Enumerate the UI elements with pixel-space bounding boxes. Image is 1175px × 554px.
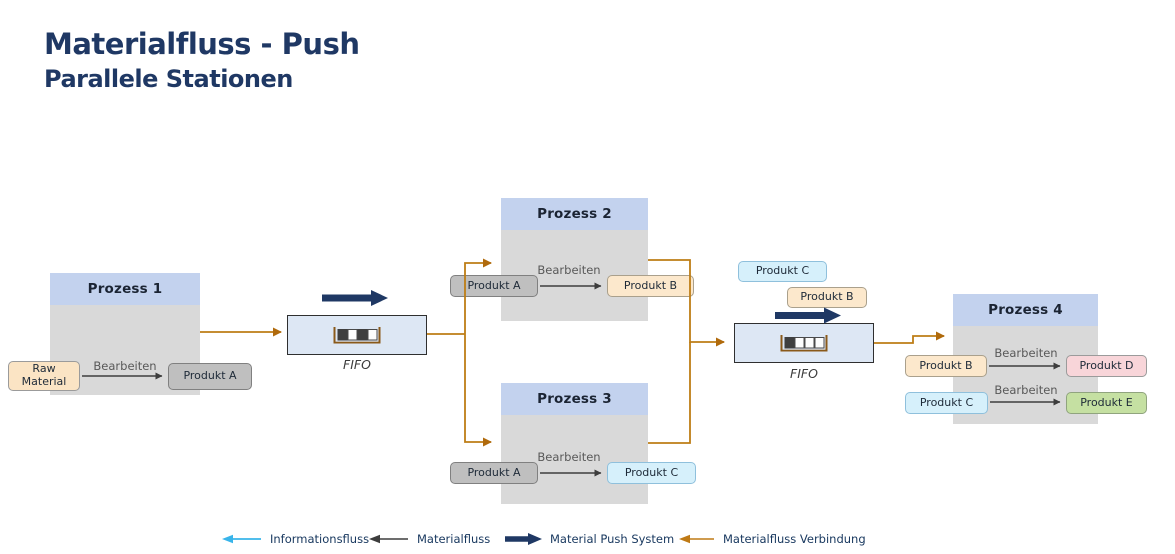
chip-produkt-b: Produkt B — [607, 275, 694, 297]
chip-produkt-c: Produkt C — [738, 261, 827, 282]
chip-raw-material: Raw Material — [8, 361, 80, 391]
connection-arrow-icon — [679, 534, 714, 544]
process-title-prozess-3: Prozess 3 — [501, 383, 648, 415]
fifo-queue-icon — [780, 334, 828, 351]
legend-label: Material Push System — [550, 532, 675, 546]
connector-fifo2-to-prozess4 — [874, 331, 945, 344]
legend-item-materialfluss: Materialfluss — [369, 531, 490, 547]
fifo-label-2: FIFO — [790, 366, 818, 381]
chip-produkt-b: Produkt B — [905, 355, 987, 377]
connector-fifo1-to-prozess3 — [464, 334, 492, 447]
info-flow-arrow-icon — [222, 534, 261, 544]
process-title-prozess-4: Prozess 4 — [953, 294, 1098, 326]
action-label-bearbeiten: Bearbeiten — [994, 346, 1058, 360]
action-label-bearbeiten: Bearbeiten — [994, 383, 1058, 397]
chip-produkt-c: Produkt C — [905, 392, 988, 414]
action-label-bearbeiten: Bearbeiten — [93, 359, 157, 373]
fifo-queue-icon — [333, 326, 381, 343]
process-box-prozess-2: Prozess 2 — [501, 198, 648, 321]
chip-produkt-a: Produkt A — [450, 462, 538, 484]
chip-produkt-d: Produkt D — [1066, 355, 1147, 377]
page-title: Materialfluss - Push — [44, 27, 360, 61]
chip-produkt-a: Produkt A — [168, 363, 252, 390]
page-subtitle: Parallele Stationen — [44, 65, 293, 94]
chip-produkt-c: Produkt C — [607, 462, 696, 484]
push-arrow-icon — [322, 290, 388, 306]
fifo-buffer-1 — [287, 315, 427, 355]
connector-prozess3-to-fifo2 — [648, 342, 691, 444]
chip-produkt-e: Produkt E — [1066, 392, 1147, 414]
chip-produkt-b: Produkt B — [787, 287, 867, 308]
material-flow-arrow-icon — [369, 534, 408, 544]
push-system-arrow-icon — [505, 533, 542, 545]
process-title-prozess-1: Prozess 1 — [50, 273, 200, 305]
action-label-bearbeiten: Bearbeiten — [537, 263, 601, 277]
process-title-prozess-2: Prozess 2 — [501, 198, 648, 230]
chip-produkt-a: Produkt A — [450, 275, 538, 297]
connector-prozess2-to-fifo2 — [648, 259, 725, 347]
fifo-label-1: FIFO — [343, 357, 371, 372]
action-label-bearbeiten: Bearbeiten — [537, 450, 601, 464]
fifo-buffer-2 — [734, 323, 874, 363]
legend-label: Informationsfluss — [270, 532, 370, 546]
legend-label: Materialfluss — [417, 532, 491, 546]
process-box-prozess-3: Prozess 3 — [501, 383, 648, 504]
legend-item-material-push-system: Material Push System — [505, 531, 674, 547]
legend-item-materialfluss-verbindung: Materialfluss Verbindung — [679, 531, 866, 547]
connector-fifo1-to-prozess2 — [464, 258, 492, 334]
legend-label: Materialfluss Verbindung — [723, 532, 866, 546]
push-arrow-icon — [775, 307, 841, 324]
title-block: Materialfluss - Push Parallele Stationen — [44, 27, 360, 94]
legend-item-informationsfluss: Informationsfluss — [222, 531, 369, 547]
